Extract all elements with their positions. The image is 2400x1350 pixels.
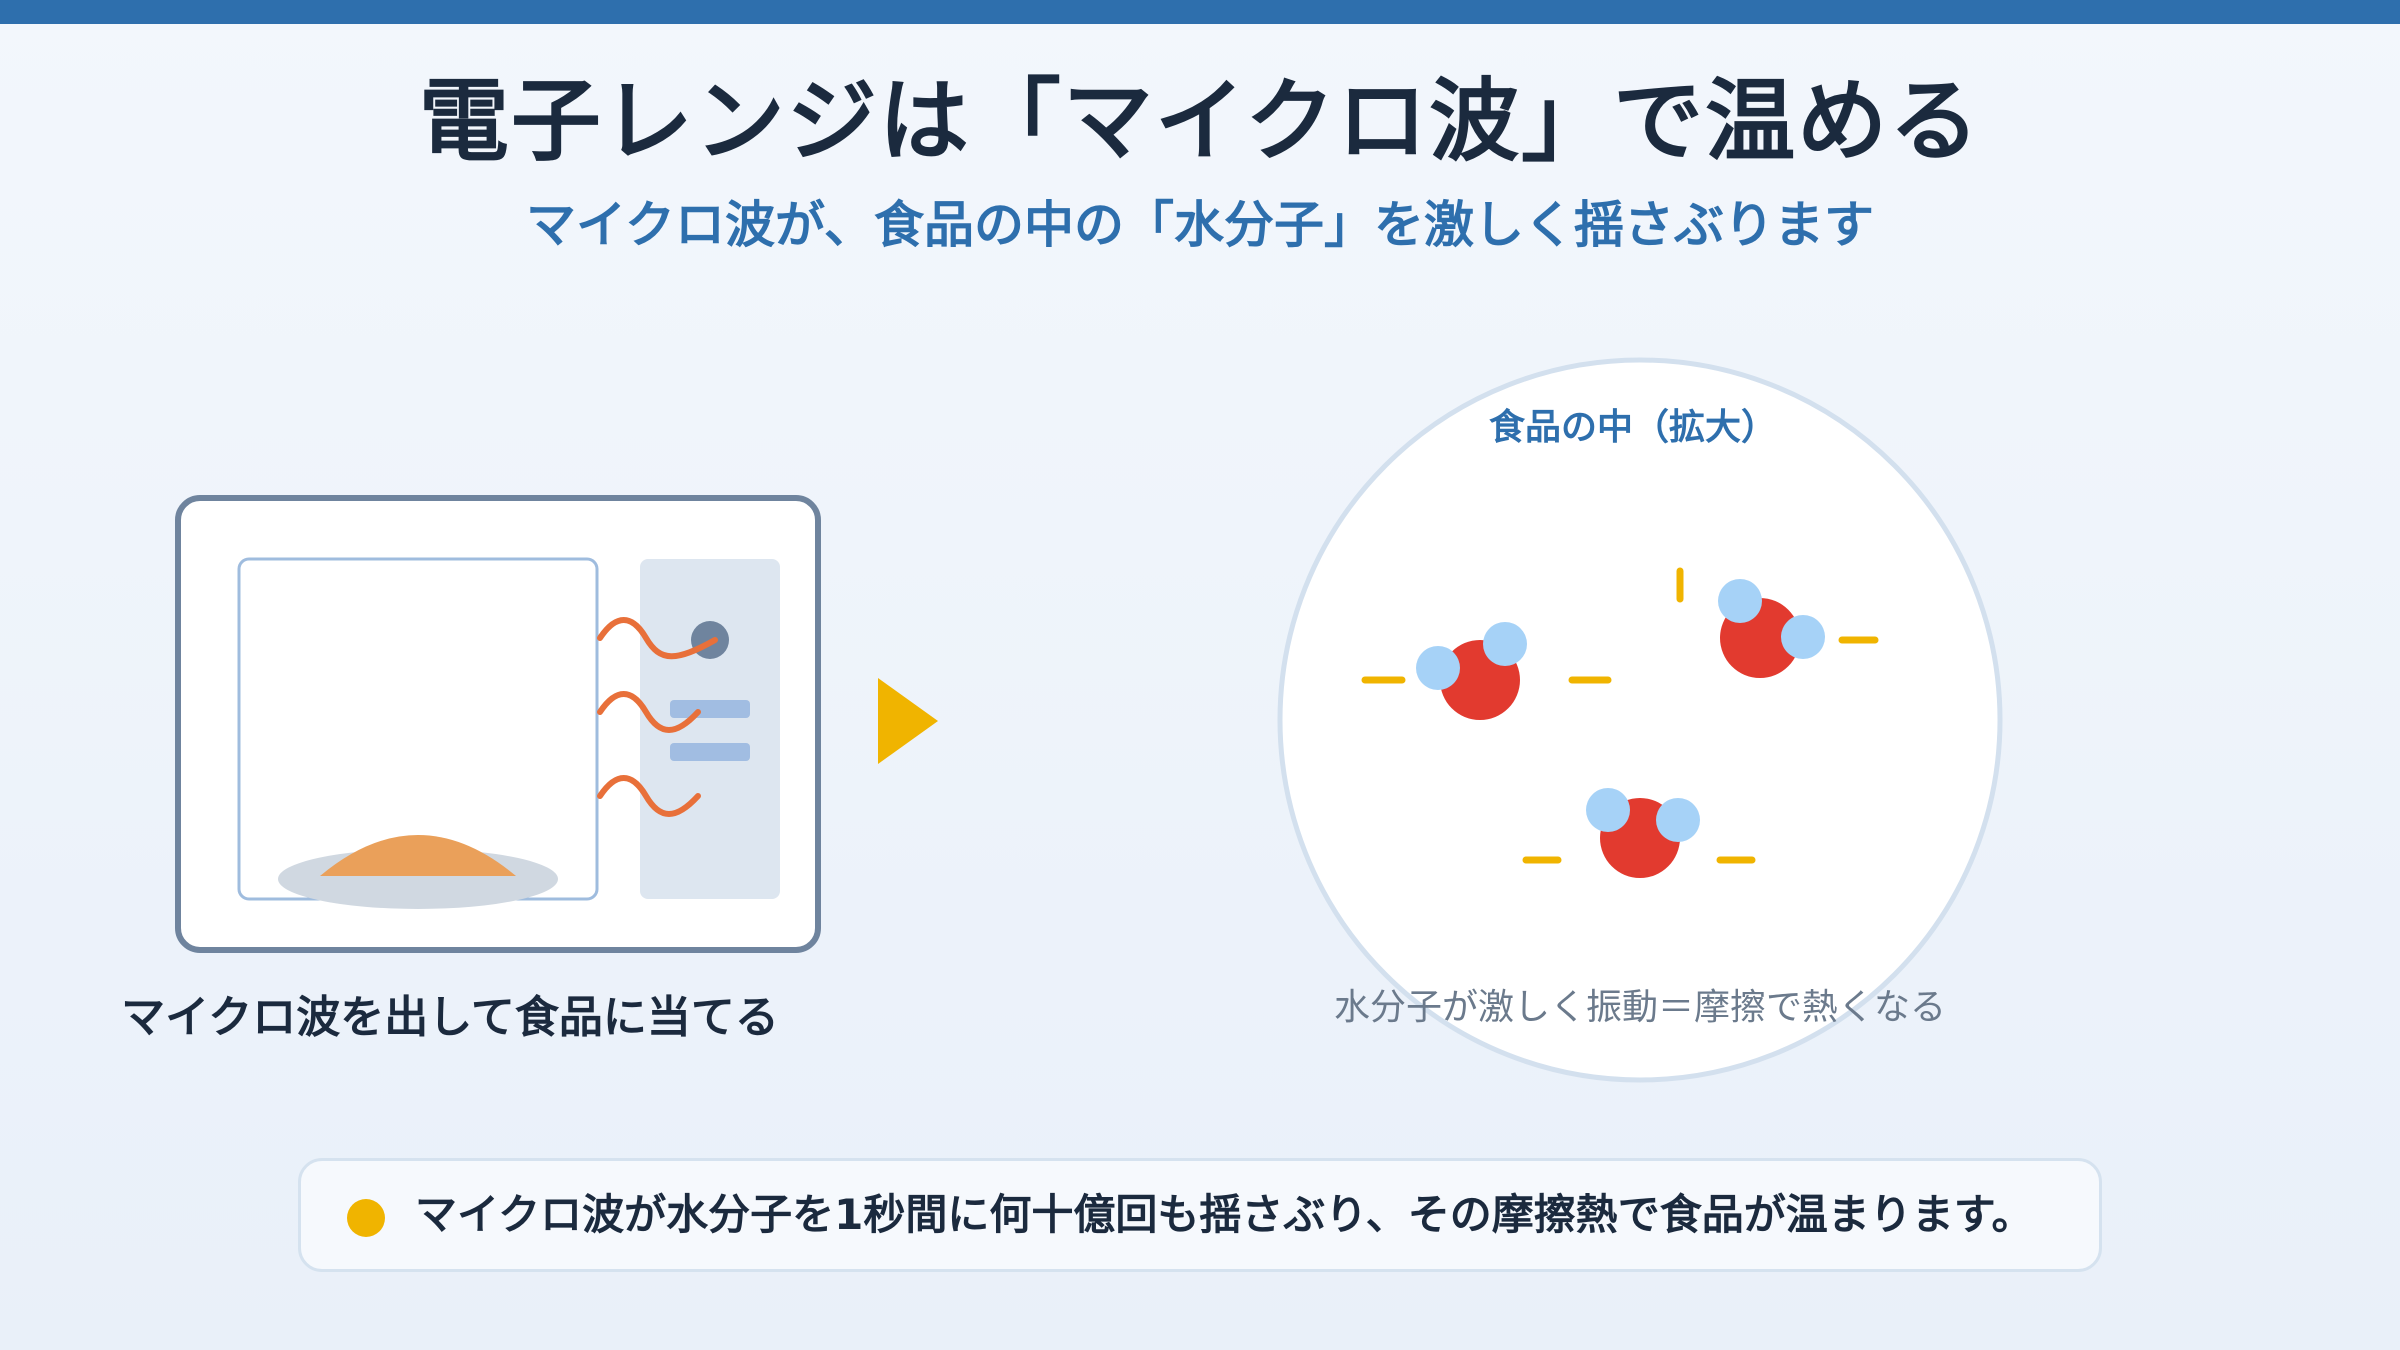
zoom-circle <box>1277 357 2003 1083</box>
zoom-caption: 水分子が激しく振動＝摩擦で熱くなる <box>1333 987 1946 1028</box>
microwave-illustration <box>175 495 821 953</box>
microwave-wave-1 <box>597 617 718 660</box>
summary-note-text: マイクロ波が水分子を1秒間に何十億回も揺さぶり、その摩擦熱で食品が温まります。 <box>415 1190 2034 1239</box>
microwave-wave-2 <box>597 691 701 733</box>
control-button-2 <box>670 743 750 761</box>
microwave-caption: マイクロ波を出して食品に当てる <box>121 992 779 1043</box>
water-molecule-1 <box>1361 622 1612 720</box>
bullet-dot-icon <box>347 1199 385 1237</box>
top-accent-bar <box>0 0 2400 24</box>
zoom-circle-illustration: 食品の中（拡大） <box>1277 357 2003 1083</box>
water-molecule-2 <box>1676 567 1879 678</box>
page-subtitle: マイクロ波が、食品の中の「水分子」を激しく揺さぶります <box>526 196 1874 254</box>
zoom-label: 食品の中（拡大） <box>1489 407 1777 448</box>
arrow-right-icon <box>878 678 938 764</box>
microwave-wave-3 <box>597 775 701 817</box>
summary-note: マイクロ波が水分子を1秒間に何十億回も揺さぶり、その摩擦熱で食品が温まります。 <box>298 1158 2102 1272</box>
page-title: 電子レンジは「マイクロ波」で温める <box>418 69 1982 174</box>
water-molecule-3 <box>1522 788 1756 878</box>
control-button-1 <box>670 700 750 718</box>
food-icon <box>320 835 516 876</box>
